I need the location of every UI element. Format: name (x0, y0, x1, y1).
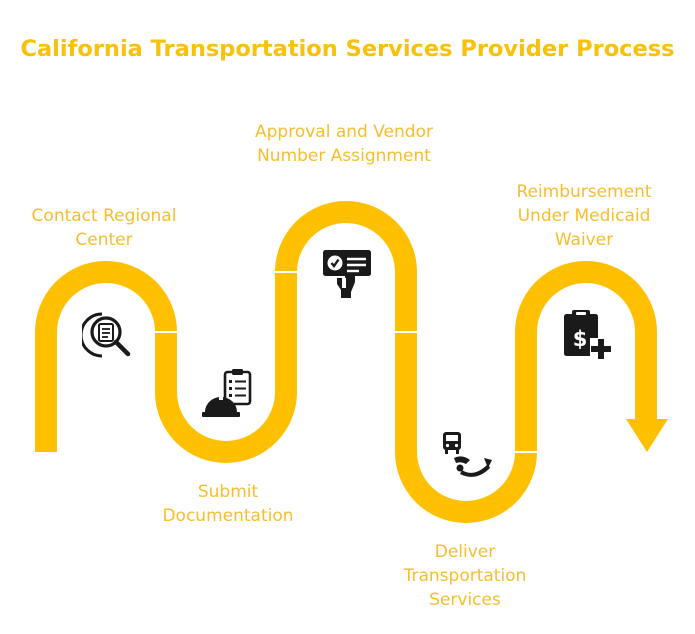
step-5-label: Reimbursement Under Medicaid Waiver (516, 182, 652, 250)
bus-service-icon (443, 432, 492, 477)
path-arrowhead (626, 419, 668, 452)
step-2-label: Submit Documentation (162, 482, 294, 526)
step-1-label: Contact Regional Center (31, 206, 177, 250)
search-document-icon (82, 312, 131, 358)
path-ribbon (35, 201, 657, 523)
approval-badge-icon (323, 250, 371, 298)
svg-text:$: $ (573, 327, 588, 351)
step-4-label: Deliver Transportation Services (403, 542, 527, 610)
step-3-label: Approval and Vendor Number Assignment (255, 122, 433, 166)
diagram-title: California Transportation Services Provi… (20, 36, 675, 62)
clipboard-dollar-icon: $ (564, 310, 612, 360)
hardhat-clipboard-icon (202, 369, 252, 417)
